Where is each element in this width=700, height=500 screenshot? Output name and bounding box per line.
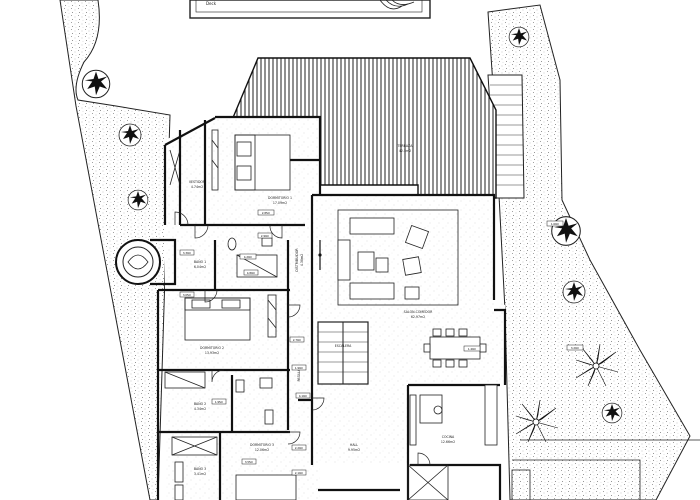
dim-label: 3.30m — [183, 251, 192, 255]
interior-stairs: ESCALERA — [317, 321, 369, 385]
round-bath-turret — [115, 238, 177, 286]
house-floor — [165, 117, 505, 500]
cocina-label: COCINA — [442, 435, 455, 439]
pool: Deck — [189, 0, 431, 19]
bano2-label: BAÑO 2 — [194, 401, 206, 406]
shrub-icon — [81, 69, 111, 99]
dim-label: 2.10m — [295, 471, 304, 475]
cocina-area: 12.66m2 — [441, 440, 455, 444]
terraza-area: 42.5m2 — [399, 149, 411, 153]
vestidor1-label: VESTIDOR — [189, 180, 206, 184]
dim-label: 1.90m — [295, 366, 304, 370]
dim-label: 1.95m — [215, 400, 224, 404]
dormitorio-3: DORMITORIO 3 12.06m2 BAÑO 3 3.41m2 3.55m… — [171, 436, 307, 500]
hall-area: 9.95m2 — [348, 448, 360, 452]
vestidor-1: VESTIDOR 4.74m2 — [169, 149, 206, 189]
dormitorio2-area: 13.93m2 — [205, 351, 219, 355]
dim-label: 2.20m — [295, 446, 304, 450]
bano3-area: 3.41m2 — [194, 472, 206, 476]
shrub-icon — [508, 26, 530, 48]
doors — [174, 211, 431, 466]
salon-comedor: SALON-COMEDOR 62.97m2 1.40m — [318, 209, 487, 368]
dormitorio3-label: DORMITORIO 3 — [250, 443, 274, 447]
dim-label: 4.20m — [244, 255, 253, 259]
bano2-area: 4.34m2 — [194, 407, 206, 411]
bano1-area: 6.04m2 — [194, 265, 206, 269]
pasillo-label: PASILLO — [297, 368, 301, 381]
dormitorio1-area: 17.09m2 — [273, 201, 287, 205]
distribuidor: DISTRIBUIDOR 4.38m2 PASILLO 2.70m — [289, 248, 305, 381]
pool-label: Deck — [206, 1, 217, 6]
garden-area — [59, 0, 700, 500]
dim-label: 3.20m — [571, 346, 580, 350]
dim-label: 2.90m — [261, 234, 270, 238]
distribuidor-label: DISTRIBUIDOR — [295, 248, 299, 272]
dim-label: 2.70m — [293, 338, 302, 342]
dim-label: 3.55m — [245, 460, 254, 464]
dim-label: 2.85m — [262, 211, 271, 215]
hall-label: HALL — [350, 443, 358, 447]
dim-label: 3.05m — [183, 293, 192, 297]
bano-2: BAÑO 2 4.34m2 1.95m — [164, 371, 274, 425]
dim-label: 1.60m — [551, 222, 560, 226]
bano3-label: BAÑO 3 — [194, 466, 206, 471]
shrub-icon — [562, 280, 586, 304]
salon-label: SALON-COMEDOR — [404, 310, 433, 314]
terraza-label: TERRAZA — [397, 144, 414, 148]
shrub-icon — [601, 402, 623, 424]
salon-area: 62.97m2 — [411, 315, 425, 319]
dim-label: 1.40m — [468, 347, 477, 351]
escalera-label: ESCALERA — [335, 344, 352, 348]
dormitorio-1: DORMITORIO 1 17.09m2 2.85m — [211, 129, 292, 216]
bano1-label: BAÑO 1 — [194, 259, 206, 264]
dormitorio-2: DORMITORIO 2 13.93m2 — [184, 294, 277, 355]
hall: HALL 9.95m2 4.10m — [295, 392, 531, 500]
vestidor1-area: 4.74m2 — [191, 185, 203, 189]
shrub-icon — [118, 123, 142, 147]
dormitorio1-label: DORMITORIO 1 — [268, 196, 292, 200]
distribuidor-area: 4.38m2 — [300, 254, 304, 266]
dormitorio2-label: DORMITORIO 2 — [200, 346, 224, 350]
cocina: COCINA 12.66m2 — [409, 384, 498, 446]
dormitorio3-area: 12.06m2 — [255, 448, 269, 452]
dim-label: 4.10m — [299, 394, 308, 398]
dimension-tags: 1.60m 3.20m 2.90m 4.80m 1.90m 2.20m 3.05… — [179, 220, 584, 451]
dim-label: 4.80m — [247, 271, 256, 275]
shrub-icon — [127, 189, 149, 211]
